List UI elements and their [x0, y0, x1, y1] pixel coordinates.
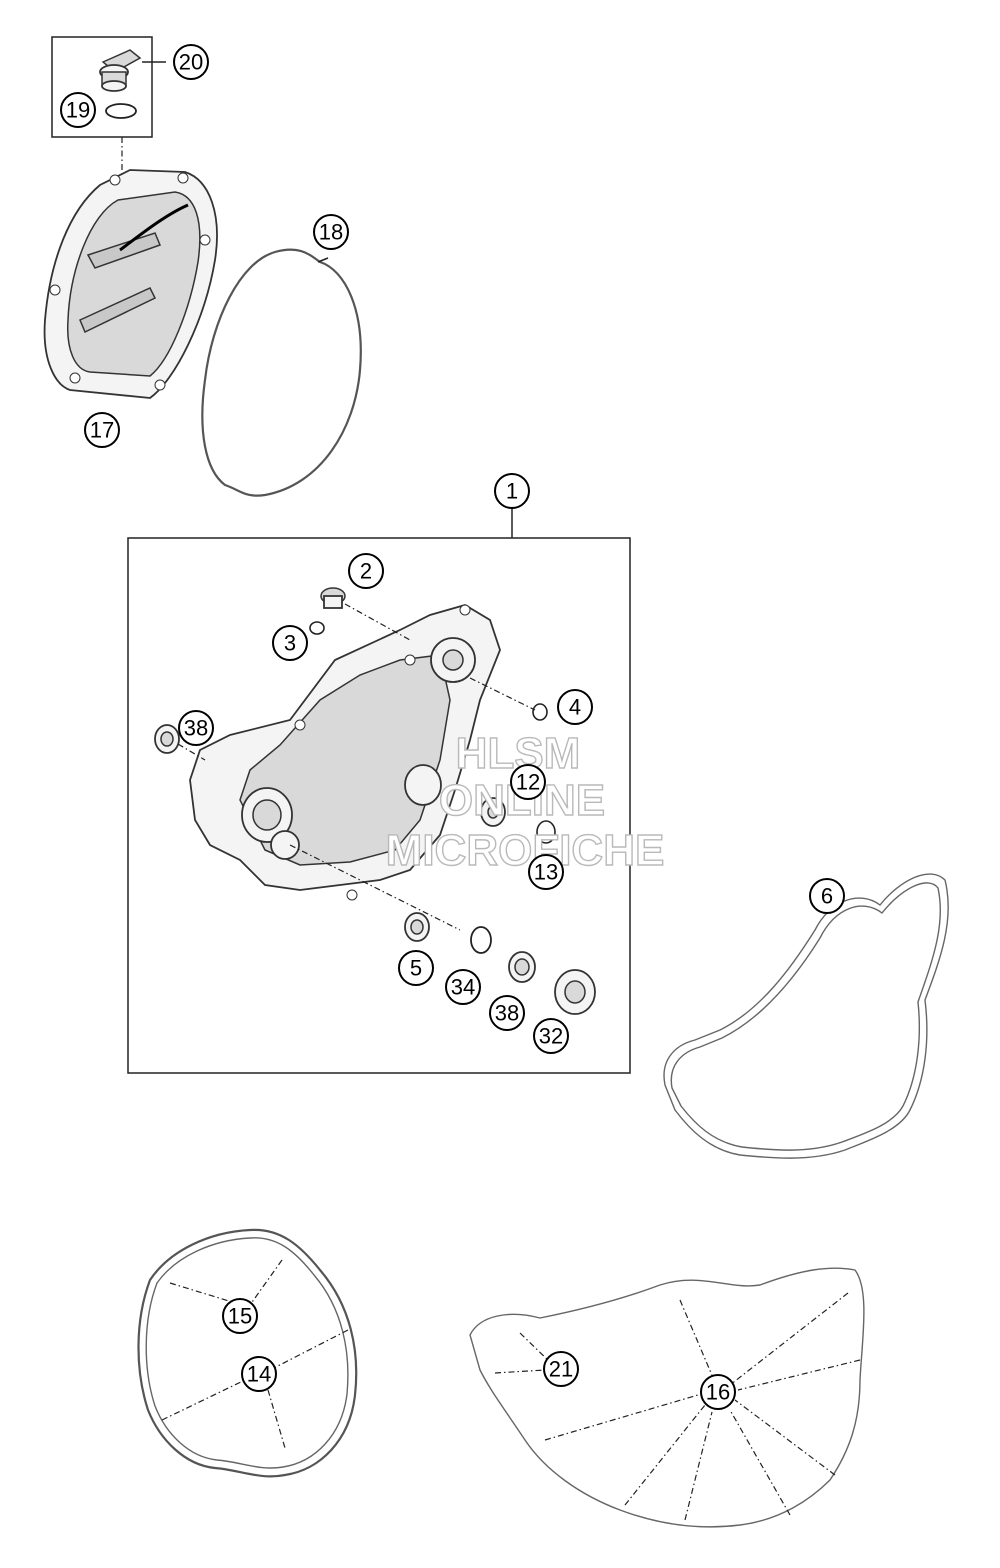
- callout-3-label: 3: [284, 631, 296, 656]
- inner-clutch-cover[interactable]: [189, 604, 501, 901]
- callout-34-label: 34: [451, 975, 475, 1000]
- callout-5[interactable]: 5: [398, 950, 434, 986]
- callout-20[interactable]: 20: [173, 44, 209, 80]
- callout-17[interactable]: 17: [84, 412, 120, 448]
- callout-4-label: 4: [569, 695, 581, 720]
- cover-gasket-ring[interactable]: [201, 248, 362, 497]
- oil-plug-group: [51, 36, 166, 182]
- callout-3[interactable]: 3: [272, 625, 308, 661]
- o-ring-3[interactable]: [309, 621, 325, 635]
- oil-plug-frame: [51, 36, 153, 138]
- callout-6[interactable]: 6: [809, 878, 845, 914]
- circlip-4[interactable]: [532, 703, 548, 721]
- callout-18[interactable]: 18: [313, 214, 349, 250]
- callout-13[interactable]: 13: [528, 854, 564, 890]
- callout-38-lower-label: 38: [495, 1001, 519, 1026]
- crankcase-gasket-6[interactable]: [663, 873, 949, 1159]
- callout-32[interactable]: 32: [533, 1018, 569, 1054]
- callout-21[interactable]: 21: [543, 1351, 579, 1387]
- watermark-line2: ONLINE: [439, 776, 605, 825]
- callout-21-label: 21: [549, 1357, 573, 1382]
- callout-12[interactable]: 12: [510, 764, 546, 800]
- callout-15-label: 15: [228, 1304, 252, 1329]
- callout-19-label: 19: [66, 98, 90, 123]
- watermark: HLSM ONLINE MICROFICHE: [385, 728, 665, 875]
- callout-16[interactable]: 16: [700, 1374, 736, 1410]
- callout-18-label: 18: [319, 220, 343, 245]
- outer-cover-gasket-14[interactable]: [137, 1228, 358, 1478]
- callout-16-label: 16: [706, 1380, 730, 1405]
- circlip-34[interactable]: [470, 926, 492, 954]
- callout-2-label: 2: [360, 559, 372, 584]
- watermark-line3: MICROFICHE: [386, 826, 665, 875]
- ball-bearing-32[interactable]: [554, 969, 596, 1015]
- shaft-seal-38-left[interactable]: [154, 724, 180, 754]
- callout-38-lower[interactable]: 38: [489, 995, 525, 1031]
- circlip-13[interactable]: [536, 820, 556, 844]
- callout-4[interactable]: 4: [557, 689, 593, 725]
- callout-2[interactable]: 2: [348, 553, 384, 589]
- oil-filler-plug[interactable]: [99, 49, 142, 92]
- callout-19[interactable]: 19: [60, 92, 96, 128]
- callout-1[interactable]: 1: [494, 473, 530, 509]
- callout-20-label: 20: [179, 50, 203, 75]
- callout-6-label: 6: [821, 884, 833, 909]
- callout-32-label: 32: [539, 1024, 563, 1049]
- callout-12-label: 12: [516, 770, 540, 795]
- callout-14-label: 14: [247, 1362, 271, 1387]
- plug-screw-2[interactable]: [320, 587, 346, 609]
- callout-14[interactable]: 14: [241, 1356, 277, 1392]
- callout-5-label: 5: [410, 956, 422, 981]
- callout-1-label: 1: [506, 479, 518, 504]
- bearing-12[interactable]: [480, 797, 506, 827]
- clutch-cover-assembly-frame: [127, 537, 631, 1074]
- callout-13-label: 13: [534, 860, 558, 885]
- callout-17-label: 17: [90, 418, 114, 443]
- outer-clutch-cover[interactable]: [43, 169, 218, 399]
- shaft-seal-38-right[interactable]: [508, 951, 536, 983]
- shaft-seal-5[interactable]: [404, 912, 430, 942]
- callout-15[interactable]: 15: [222, 1298, 258, 1334]
- callout-34[interactable]: 34: [445, 969, 481, 1005]
- callout-38-upper-label: 38: [184, 716, 208, 741]
- callout-38-upper[interactable]: 38: [178, 710, 214, 746]
- crankcase-gasket-16[interactable]: [469, 1267, 865, 1528]
- plug-o-ring[interactable]: [105, 103, 137, 119]
